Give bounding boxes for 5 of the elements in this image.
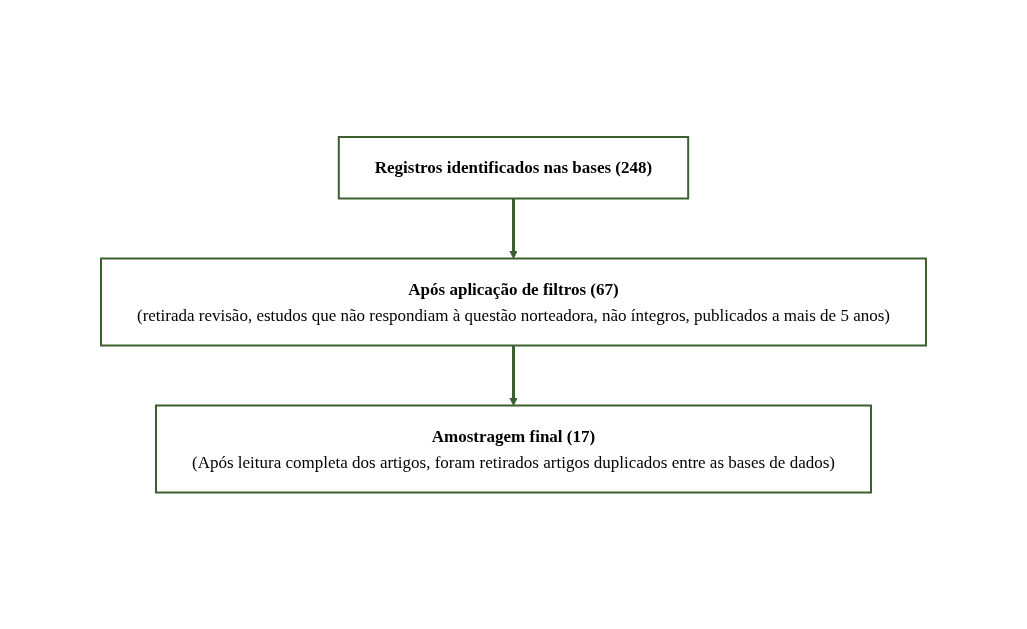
arrow xyxy=(509,345,518,406)
arrow xyxy=(509,198,518,259)
node-box: Registros identificados nas bases (248) xyxy=(337,135,690,200)
node-box: Amostragem final (17) (Após leitura completa dos artigos, foram retirados artigos duplicados entre as bases de dados) xyxy=(155,404,872,494)
node-box: Após aplicação de filtros (67) (retirada revisão, estudos que não respondiam à questão norteadora, não íntegros, publicados a mais de 5 anos) xyxy=(100,257,927,347)
